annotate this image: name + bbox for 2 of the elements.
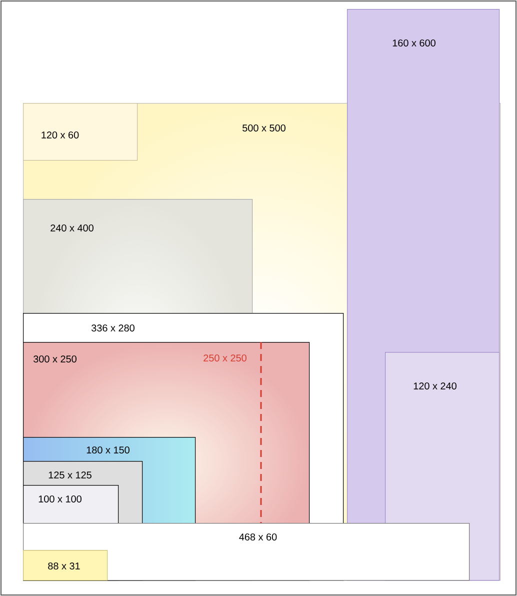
size-box: 88 x 31 xyxy=(23,550,108,581)
size-box: 120 x 60 xyxy=(23,103,138,161)
